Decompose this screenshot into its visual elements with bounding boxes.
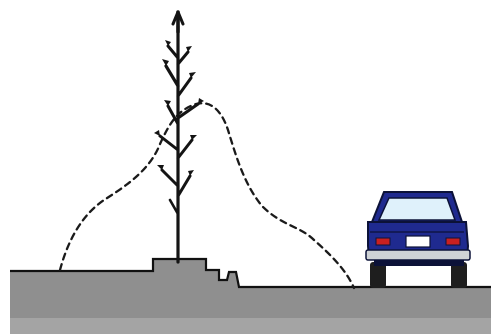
car-rear-window: [379, 198, 455, 220]
license-plate: [406, 236, 430, 247]
ground-profile: [10, 259, 491, 334]
car-bumper: [366, 250, 470, 260]
young-tree-icon: [154, 12, 204, 262]
tail-light-left: [376, 238, 390, 245]
ground-shadow-band: [10, 318, 491, 334]
parked-car-rear-icon: [366, 192, 470, 288]
tail-light-right: [446, 238, 460, 245]
